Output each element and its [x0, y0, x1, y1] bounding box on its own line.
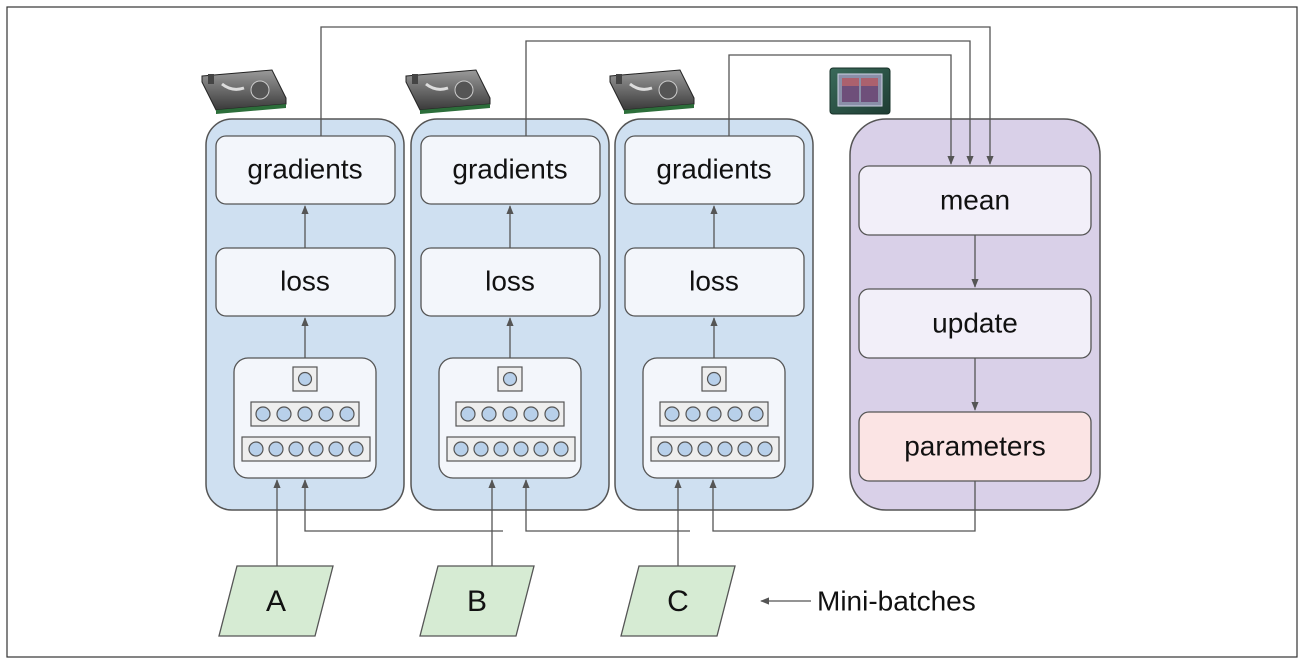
parameter-server-panel: mean update parameters — [849, 118, 1101, 511]
loss-label: loss — [689, 265, 739, 296]
minibatch-c-label: C — [667, 585, 689, 618]
worker-a-panel: gradients loss — [205, 118, 405, 511]
loss-label: loss — [485, 265, 535, 296]
parameters-label: parameters — [904, 430, 1046, 461]
neural-network-icon — [438, 357, 582, 479]
minibatch-b: B — [419, 479, 535, 637]
worker-c-panel: gradients loss — [614, 118, 814, 511]
gradients-box — [215, 135, 396, 205]
parameter-broadcast-connectors — [301, 479, 976, 532]
minibatch-a: A — [218, 479, 334, 637]
gpu-card-icon — [405, 69, 491, 114]
minibatch-b-label: B — [467, 585, 487, 618]
loss-label: loss — [280, 265, 330, 296]
gradients-label: gradients — [656, 153, 771, 184]
gradients-box — [420, 135, 601, 205]
gradient-connectors — [320, 26, 994, 165]
update-label: update — [932, 307, 1018, 338]
minibatches-caption: Mini-batches — [817, 585, 976, 616]
gpu-card-icon — [201, 69, 287, 114]
worker-b-panel: gradients loss — [410, 118, 610, 511]
neural-network-icon — [233, 357, 377, 479]
cpu-chip-icon — [829, 67, 891, 115]
neural-network-icon — [642, 357, 786, 479]
gpu-card-icon — [609, 69, 695, 114]
gradients-box — [624, 135, 805, 205]
gradients-label: gradients — [452, 153, 567, 184]
minibatch-c: C — [620, 479, 736, 637]
mean-label: mean — [940, 184, 1010, 215]
gradients-label: gradients — [247, 153, 362, 184]
minibatch-a-label: A — [266, 585, 286, 618]
